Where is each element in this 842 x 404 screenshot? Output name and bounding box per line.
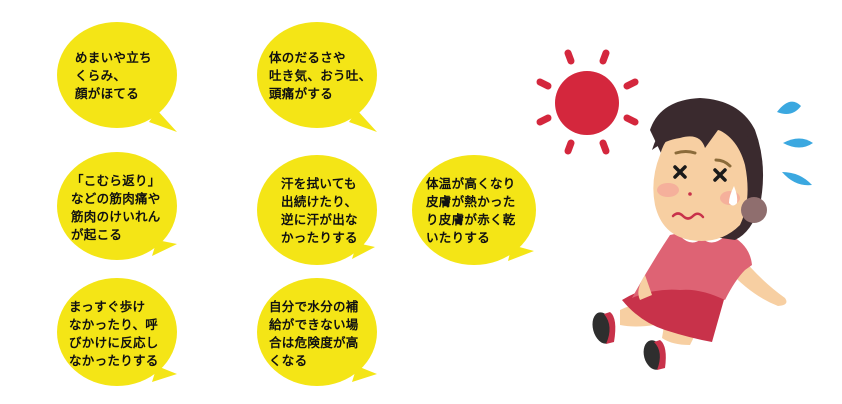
symptom-text: めまいや立ち くらみ、 顔がほてる bbox=[75, 50, 152, 101]
symptom-text: 体温が高くなり 皮膚が熱かった り皮膚が赤く乾 いたりする bbox=[426, 176, 516, 245]
symptom-bubble-sweating: 汗を拭いても 出続けたり、 逆に汗が出な かったりする bbox=[257, 155, 382, 267]
symptom-bubble-fatigue: 体のだるさや 吐き気、おう吐、 頭痛がする bbox=[257, 22, 382, 132]
speech-bubble-shape bbox=[257, 155, 377, 265]
symptom-bubble-consciousness: まっすぐ歩け なかったり、呼 びかけに反応し なかったりする bbox=[57, 278, 182, 390]
symptom-text: 自分で水分の補 給ができない場 合は危険度が高 くなる bbox=[269, 299, 359, 368]
symptom-bubble-hydration: 自分で水分の補 給ができない場 合は危険度が高 くなる bbox=[257, 278, 382, 390]
speech-bubble-shape bbox=[412, 155, 536, 265]
speech-bubble-shape bbox=[257, 278, 377, 386]
speech-bubble-shape bbox=[257, 22, 377, 132]
girl-figure bbox=[592, 98, 787, 370]
symptom-bubble-dizziness: めまいや立ち くらみ、 顔がほてる bbox=[57, 22, 182, 132]
sun-icon bbox=[536, 49, 639, 155]
speech-bubble-shape bbox=[57, 278, 177, 386]
symptom-text: まっすぐ歩け なかったり、呼 びかけに反応し なかったりする bbox=[69, 299, 159, 368]
symptom-text: 「こむら返り」 などの筋肉痛や 筋肉のけいれん が起こる bbox=[71, 173, 161, 242]
heatstroke-girl-illustration bbox=[520, 30, 842, 400]
symptom-bubble-body-temp: 体温が高くなり 皮膚が熱かった り皮膚が赤く乾 いたりする bbox=[412, 155, 542, 267]
symptom-text: 体のだるさや 吐き気、おう吐、 頭痛がする bbox=[269, 50, 372, 101]
sweat-drops-icon bbox=[777, 101, 813, 186]
speech-bubble-shape bbox=[57, 22, 177, 132]
speech-bubble-shape bbox=[57, 152, 177, 260]
symptom-text: 汗を拭いても 出続けたり、 逆に汗が出な かったりする bbox=[281, 176, 358, 245]
symptom-bubble-cramps: 「こむら返り」 などの筋肉痛や 筋肉のけいれん が起こる bbox=[57, 152, 182, 264]
